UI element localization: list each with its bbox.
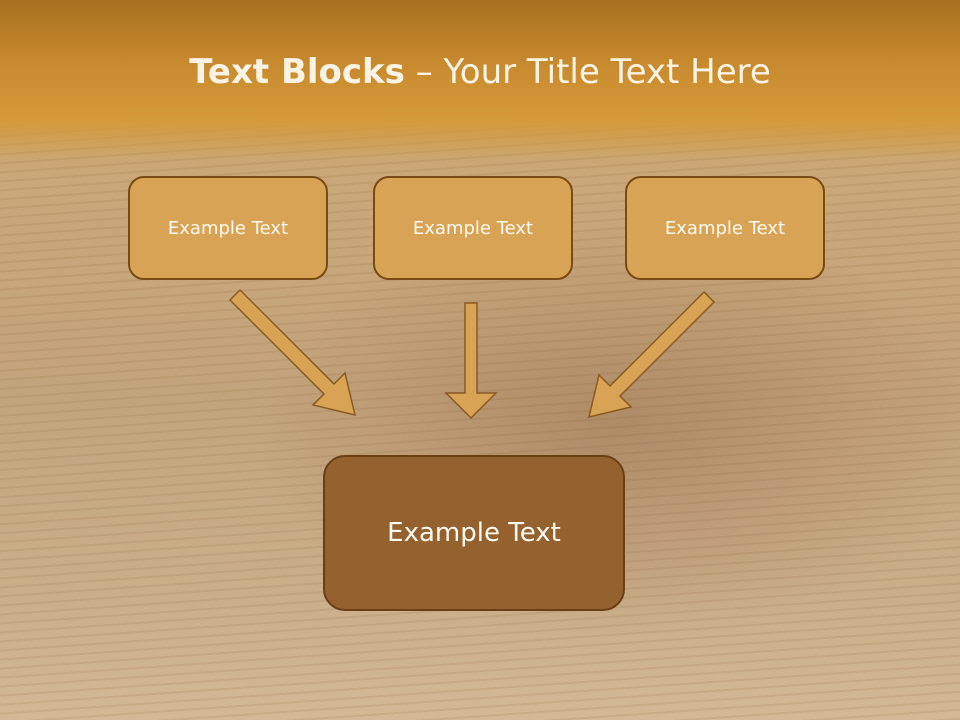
- text-block-right-label: Example Text: [664, 217, 786, 239]
- title-rest: Your Title Text Here: [443, 52, 771, 92]
- arrow-left-diagonal: [228, 288, 357, 417]
- title-dash: –: [404, 52, 444, 92]
- arrow-down-middle: [444, 302, 498, 420]
- arrow-right-diagonal: [587, 290, 716, 419]
- title-bold: Text Blocks: [189, 52, 405, 92]
- text-block-left-label: Example Text: [167, 217, 289, 239]
- text-block-middle-label: Example Text: [412, 217, 534, 239]
- text-block-center-label: Example Text: [387, 518, 561, 548]
- text-block-right[interactable]: Example Text: [625, 176, 825, 280]
- text-block-left[interactable]: Example Text: [128, 176, 328, 280]
- text-block-center[interactable]: Example Text: [323, 455, 625, 611]
- text-block-middle[interactable]: Example Text: [373, 176, 573, 280]
- title-band: [0, 0, 960, 160]
- slide-title: Text Blocks – Your Title Text Here: [0, 52, 960, 92]
